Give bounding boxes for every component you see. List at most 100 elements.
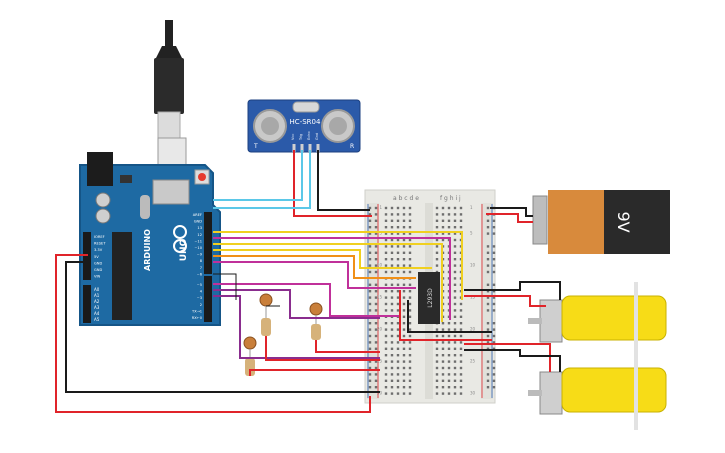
power-pin-label: RESET <box>94 242 106 246</box>
breadboard-hole <box>435 386 439 389</box>
breadboard-hole <box>459 386 463 389</box>
sensor-corner-right: R <box>350 143 354 150</box>
breadboard-hole <box>374 219 378 222</box>
breadboard-hole <box>447 328 451 331</box>
breadboard-hole <box>408 328 412 331</box>
breadboard-hole <box>441 226 445 229</box>
sensor-label: HC-SR04 <box>290 118 321 126</box>
breadboard-hole <box>384 264 388 267</box>
wire-r2-out <box>315 340 380 353</box>
breadboard-holes <box>368 206 496 395</box>
breadboard-hole <box>435 238 439 242</box>
breadboard-hole <box>384 322 388 325</box>
breadboard-hole <box>408 251 412 254</box>
breadboard-hole <box>374 379 378 382</box>
dc-motor-top <box>528 282 667 354</box>
breadboard-hole <box>368 302 372 306</box>
breadboard-hole <box>459 226 463 229</box>
breadboard-row-number: 30 <box>377 391 383 396</box>
breadboard-hole <box>368 283 372 286</box>
breadboard-hole <box>408 392 412 395</box>
breadboard-hole <box>447 219 451 222</box>
breadboard-cols-right: f g h i j <box>440 195 461 202</box>
breadboard-hole <box>492 322 496 325</box>
breadboard-hole <box>435 264 439 267</box>
breadboard-hole <box>486 245 490 248</box>
analog-header <box>83 285 91 323</box>
breadboard-hole <box>453 219 457 222</box>
breadboard-hole <box>441 347 445 350</box>
breadboard-hole <box>384 290 388 293</box>
breadboard-hole <box>486 270 490 274</box>
breadboard-hole <box>492 328 496 331</box>
breadboard-hole <box>441 232 445 235</box>
breadboard-hole <box>384 366 388 370</box>
breadboard-row-number: 1 <box>470 205 473 210</box>
breadboard-hole <box>384 270 388 274</box>
breadboard-hole <box>492 341 496 344</box>
9v-battery: 9V <box>532 190 670 254</box>
breadboard-hole <box>441 360 445 363</box>
sensor-corner-left: T <box>253 143 258 150</box>
breadboard-hole <box>492 219 496 222</box>
breadboard-hole <box>374 264 378 267</box>
breadboard-hole <box>486 379 490 382</box>
breadboard-row-number: 25 <box>470 359 476 364</box>
breadboard-hole <box>402 270 406 274</box>
breadboard-hole <box>408 264 412 267</box>
breadboard-row-number: 25 <box>377 359 383 364</box>
breadboard-hole <box>459 379 463 382</box>
battery-label: 9V <box>614 211 633 232</box>
breadboard-hole <box>396 360 400 363</box>
breadboard-hole <box>441 373 445 376</box>
analog-pin-label: A1 <box>94 293 100 298</box>
digital-pin-label: 4 <box>200 290 203 294</box>
breadboard-hole <box>492 251 496 254</box>
breadboard-hole <box>368 232 372 235</box>
breadboard-hole <box>368 290 372 293</box>
resistor-3 <box>245 358 255 376</box>
breadboard-hole <box>384 379 388 382</box>
breadboard-hole <box>374 251 378 254</box>
breadboard-row-number: 15 <box>470 295 476 300</box>
breadboard-hole <box>492 379 496 382</box>
breadboard-hole <box>384 302 388 306</box>
breadboard-hole <box>408 238 412 242</box>
breadboard-hole <box>390 264 394 267</box>
breadboard-hole <box>486 296 490 299</box>
wire-pin9 <box>213 255 416 279</box>
breadboard-hole <box>368 360 372 363</box>
breadboard-row-number: 20 <box>377 327 383 332</box>
breadboard-hole <box>390 341 394 344</box>
breadboard-hole <box>368 226 372 229</box>
breadboard-hole <box>390 328 394 331</box>
breadboard-hole <box>402 334 406 338</box>
breadboard-hole <box>368 213 372 216</box>
breadboard-hole <box>408 206 412 210</box>
breadboard-hole <box>384 309 388 312</box>
breadboard-hole <box>384 328 388 331</box>
digital-pin-label: ~9 <box>197 253 203 257</box>
dc-motor-bottom <box>528 354 667 430</box>
breadboard-hole <box>441 213 445 216</box>
breadboard-hole <box>486 232 490 235</box>
breadboard-hole <box>368 206 372 210</box>
breadboard-hole <box>402 366 406 370</box>
breadboard-hole <box>396 354 400 357</box>
breadboard-hole <box>492 258 496 261</box>
breadboard-hole <box>453 206 457 210</box>
breadboard-hole <box>384 334 388 338</box>
breadboard-hole <box>396 251 400 254</box>
breadboard-hole <box>390 392 394 395</box>
breadboard-hole <box>486 347 490 350</box>
wire-a1 <box>213 295 380 359</box>
wire-sensor-trig <box>213 150 303 201</box>
breadboard-hole <box>435 258 439 261</box>
breadboard-hole <box>459 347 463 350</box>
breadboard-hole <box>402 290 406 293</box>
breadboard-hole <box>453 251 457 254</box>
breadboard-hole <box>408 283 412 286</box>
sensor-pin <box>316 144 320 152</box>
digital-pin-label: ~3 <box>197 296 202 300</box>
wire-gnd <box>65 261 380 393</box>
